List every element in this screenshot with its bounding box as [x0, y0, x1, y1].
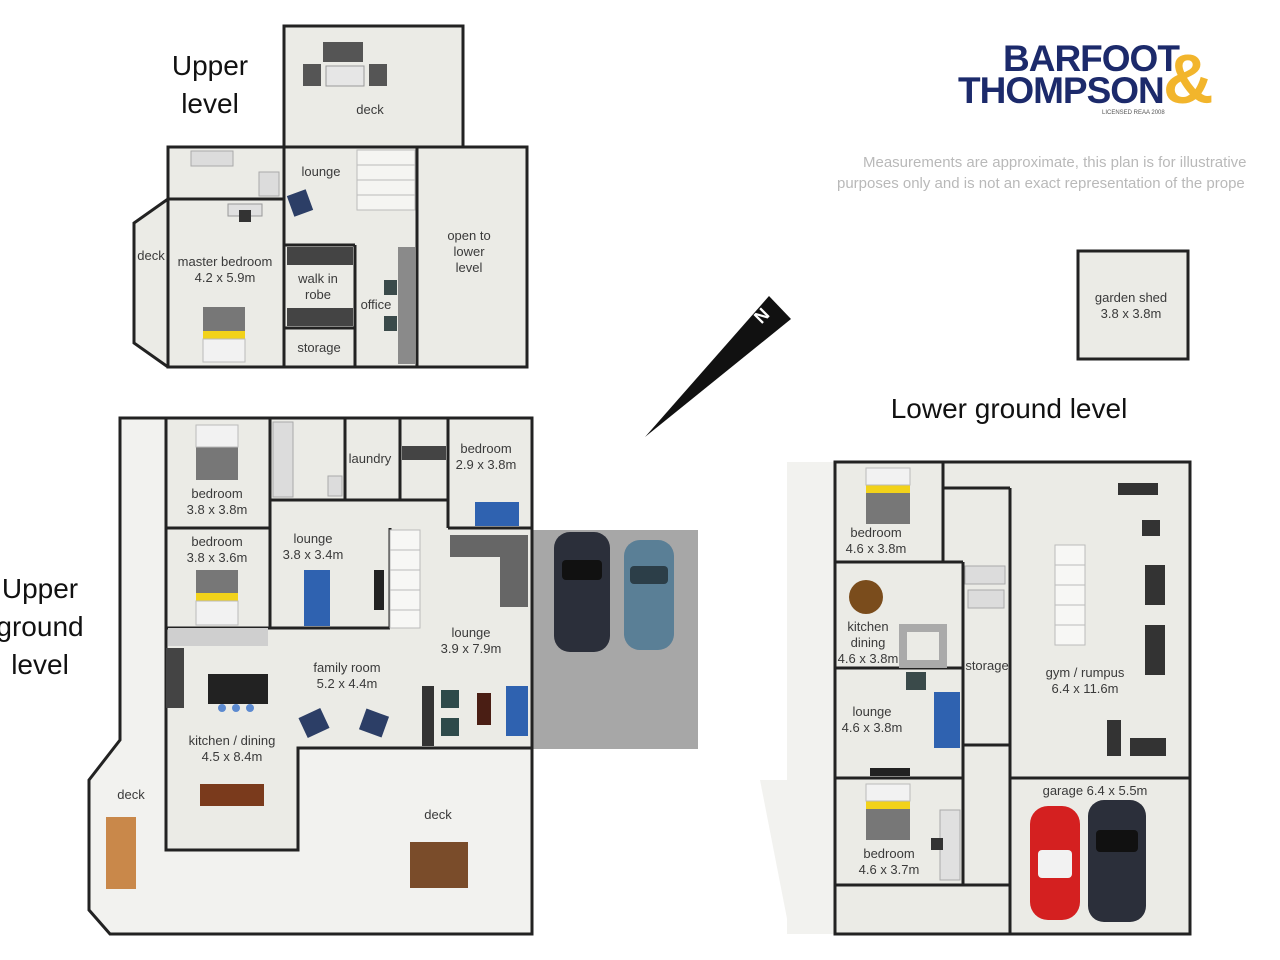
room-label: deck — [137, 248, 165, 263]
lower-ground-title: Lower ground level — [891, 393, 1128, 424]
room-label: lounge — [293, 531, 332, 546]
room-label: storage — [965, 658, 1008, 673]
room-size: 4.6 x 3.8m — [846, 541, 907, 556]
room-label: master bedroom — [178, 254, 273, 269]
room-label: dining — [851, 635, 886, 650]
room-label: kitchen — [847, 619, 888, 634]
disclaimer-line2: purposes only and is not an exact repres… — [837, 175, 1245, 192]
room-label: kitchen / dining — [189, 733, 276, 748]
room-size: 2.9 x 3.8m — [456, 457, 517, 472]
room-label: bedroom — [191, 486, 242, 501]
brand-line2: THOMPSON — [958, 70, 1164, 111]
room-size: 6.4 x 11.6m — [1052, 681, 1119, 696]
car-icon — [1088, 800, 1146, 922]
room-label: storage — [297, 340, 340, 355]
room-size: 3.8 x 3.8m — [1101, 306, 1162, 321]
brand-logo: BARFOOT THOMPSON & LICENSED REAA 2008 — [958, 38, 1214, 118]
room-label: bedroom — [850, 525, 901, 540]
upper-ground-title-3: level — [11, 649, 69, 680]
garden-shed-plan: garden shed 3.8 x 3.8m — [1076, 249, 1190, 361]
upper-level-title-2: level — [181, 88, 239, 119]
upper-level-plan: Upper level — [132, 24, 529, 369]
room-label: deck — [424, 807, 452, 822]
room-label: walk in — [297, 271, 338, 286]
disclaimer: Measurements are approximate, this plan … — [837, 154, 1247, 192]
room-size: 4.2 x 5.9m — [195, 270, 256, 285]
disclaimer-line1: Measurements are approximate, this plan … — [863, 154, 1247, 171]
room-size: 4.6 x 3.8m — [842, 720, 903, 735]
room-label: bedroom — [460, 441, 511, 456]
room-label: bedroom — [191, 534, 242, 549]
room-size: 3.8 x 3.8m — [187, 502, 248, 517]
brand-licence: LICENSED REAA 2008 — [1102, 110, 1165, 116]
room-label: open to — [447, 228, 490, 243]
upper-ground-title-2: ground — [0, 611, 84, 642]
room-size: 4.6 x 3.7m — [859, 862, 920, 877]
room-size: 5.2 x 4.4m — [317, 676, 378, 691]
room-label: bedroom — [863, 846, 914, 861]
room-label: lounge — [301, 164, 340, 179]
room-label: deck — [356, 102, 384, 117]
room-size: 4.6 x 3.8m — [838, 651, 899, 666]
room-label: garage 6.4 x 5.5m — [1043, 783, 1148, 798]
upper-level-title-1: Upper — [172, 50, 248, 81]
lower-ground-level-plan: Lower ground level — [760, 393, 1192, 936]
upper-ground-level-plan: Upper ground level — [0, 416, 698, 936]
room-size: 3.9 x 7.9m — [441, 641, 502, 656]
car-icon — [624, 540, 674, 650]
room-size: 3.8 x 3.4m — [283, 547, 344, 562]
upper-ground-title-1: Upper — [2, 573, 78, 604]
room-label: deck — [117, 787, 145, 802]
brand-line1: BARFOOT — [1003, 38, 1180, 79]
room-label: laundry — [349, 451, 392, 466]
car-icon — [1030, 806, 1080, 920]
room-label: level — [456, 260, 483, 275]
room-label: family room — [313, 660, 380, 675]
brand-ampersand: & — [1163, 40, 1214, 118]
room-label: garden shed — [1095, 290, 1167, 305]
room-label: lounge — [451, 625, 490, 640]
room-label: lower — [453, 244, 485, 259]
room-label: gym / rumpus — [1046, 665, 1125, 680]
car-icon — [554, 532, 610, 652]
north-arrow-icon: N — [645, 296, 791, 437]
room-size: 3.8 x 3.6m — [187, 550, 248, 565]
room-label: office — [361, 297, 392, 312]
room-label: lounge — [852, 704, 891, 719]
room-label: robe — [305, 287, 331, 302]
room-size: 4.5 x 8.4m — [202, 749, 263, 764]
